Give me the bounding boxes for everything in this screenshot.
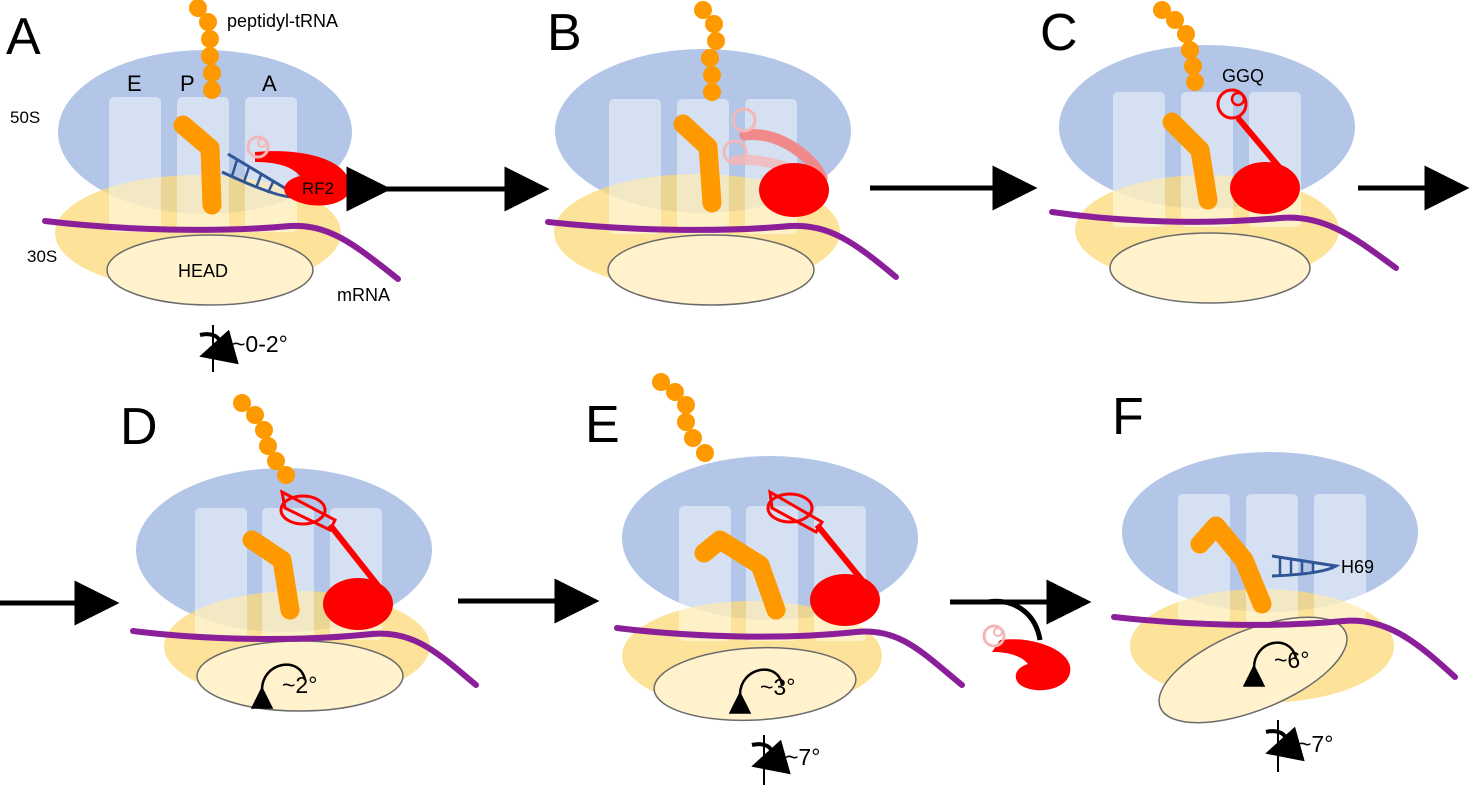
body-rotation-indicator (1265, 720, 1305, 772)
head-domain (1109, 232, 1311, 304)
nascent-peptide-chain (694, 1, 725, 101)
panel-a: A E P A 50S 30S HEAD mRNA peptidyl-tRNA (6, 0, 401, 372)
head-domain (106, 234, 314, 306)
mrna-strand (1049, 209, 1399, 271)
panel-d: D ~2° (120, 394, 479, 712)
panel-c: C GGQ (1040, 1, 1399, 304)
panel-letter-b: B (547, 4, 582, 62)
h69-helix (1271, 554, 1341, 578)
mrna-strand (42, 218, 401, 282)
body-rotation-angle: ~7° (785, 744, 820, 770)
site-e-column (609, 99, 661, 234)
site-a-column (245, 97, 297, 232)
head-rotation-angle: ~6° (1274, 647, 1309, 673)
panel-letter-f: F (1112, 388, 1144, 446)
head-rotation-arrow (1242, 641, 1298, 687)
rf2-factor (246, 135, 351, 206)
head-rotation-angle: ~3° (760, 674, 795, 700)
head-domain (653, 646, 857, 722)
peptidyl-trna (694, 530, 786, 620)
peptidyl-trna (1162, 112, 1218, 210)
site-e-column (109, 97, 161, 232)
head-rotation-arrow (728, 668, 784, 714)
mrna-strand (545, 219, 899, 280)
head-label: HEAD (178, 261, 228, 281)
site-e-column (1178, 494, 1230, 624)
panel-b: B (545, 1, 899, 306)
rf2-factor (722, 107, 829, 217)
rf2-label: RF2 (302, 179, 334, 198)
panel-letter-d: D (120, 398, 158, 456)
panel-letter-c: C (1040, 4, 1078, 62)
site-a-label: A (262, 71, 277, 96)
mrna-strand (130, 628, 479, 688)
body-rotation-indicator (751, 735, 791, 785)
mrna-strand (614, 625, 965, 688)
panel-f: F H69 ~6° ~7° (1111, 388, 1458, 772)
mrna-label: mRNA (337, 285, 390, 305)
site-e-column (195, 508, 247, 640)
h69-label: H69 (1341, 557, 1374, 577)
head-rotation-angle: ~2° (282, 672, 317, 698)
site-e-column (679, 506, 731, 641)
body-rotation-angle: ~7° (1298, 731, 1333, 757)
peptidyl-trna (1190, 516, 1272, 614)
peptidyl-trna (242, 530, 300, 620)
site-e-column (1113, 92, 1165, 227)
rf2-factor (279, 489, 393, 630)
label-30s: 30S (27, 247, 57, 266)
panel-letter-a: A (6, 8, 41, 66)
panel-e: E ~3° ~7° (585, 373, 965, 785)
site-p-label: P (180, 71, 195, 96)
nascent-peptide-chain (233, 394, 295, 484)
rf2-factor (766, 489, 880, 626)
site-e-label: E (127, 71, 142, 96)
label-50s: 50S (10, 108, 40, 127)
nascent-peptide-chain (652, 373, 714, 462)
nascent-peptide-chain (1153, 1, 1204, 91)
body-rotation-indicator (199, 325, 239, 372)
rf2-factor (1216, 88, 1300, 214)
head-rotation-arrow (250, 663, 307, 709)
peptidyl-trna (173, 115, 222, 215)
site-a-column (1314, 494, 1366, 624)
released-rf2-factor (982, 598, 1071, 691)
panel-letter-e: E (585, 396, 620, 454)
body-rotation-angle: ~0-2° (232, 331, 288, 357)
peptidyl-trna-label: peptidyl-tRNA (227, 11, 338, 31)
peptidyl-trna (673, 114, 722, 213)
head-domain (607, 234, 815, 306)
ggq-label: GGQ (1222, 66, 1264, 86)
nascent-peptide-chain (189, 0, 221, 99)
mrna-strand (1111, 614, 1458, 680)
subunit-50s (1122, 452, 1418, 612)
